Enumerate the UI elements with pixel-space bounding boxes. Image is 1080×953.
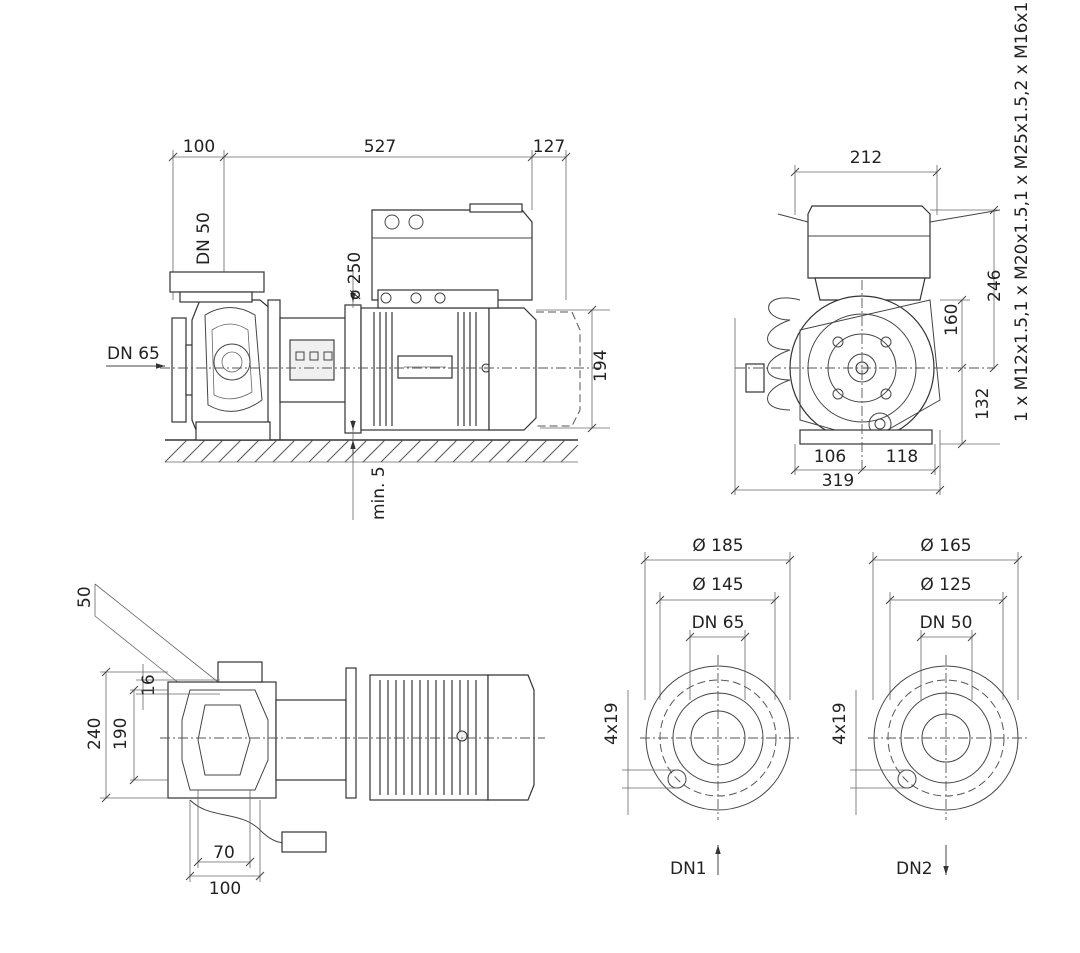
- dim-185: Ø 185: [692, 536, 743, 556]
- dim-319: 319: [822, 471, 854, 491]
- top-fan-cover: [487, 674, 535, 801]
- dim-16: 16: [139, 674, 159, 696]
- dim-125: Ø 125: [920, 575, 971, 595]
- dim-527: 527: [364, 137, 396, 157]
- dim-106: 106: [814, 447, 846, 467]
- fan-cover: [488, 307, 537, 431]
- dim-100-top: 100: [209, 879, 241, 899]
- dim-100-side: 100: [183, 137, 215, 157]
- top-adapter: [275, 699, 347, 781]
- dim-165: Ø 165: [920, 536, 971, 556]
- dim-dn65-flange: DN 65: [692, 613, 745, 633]
- outlet-flange: [169, 271, 265, 293]
- end-electronics-module: [807, 205, 931, 279]
- inlet-flange: [171, 317, 187, 423]
- motor-flange: [344, 304, 362, 434]
- end-view: 212 246: [730, 0, 1032, 495]
- dim-246: 246: [985, 270, 1005, 302]
- dn65-inlet-label: DN 65: [107, 344, 160, 364]
- dim-min5: min. 5: [369, 466, 389, 520]
- holes-dn50: 4x19: [830, 702, 850, 745]
- dim-dn50-flange: DN 50: [920, 613, 973, 633]
- top-view: 50 16: [75, 583, 545, 899]
- electronics-module: [371, 209, 533, 301]
- dim-132: 132: [973, 388, 993, 420]
- dim-50-top: 50: [75, 586, 95, 608]
- dim-194: 194: [591, 350, 611, 382]
- cable-coil: [767, 297, 801, 411]
- dim-250-diameter: ø 250: [345, 252, 365, 300]
- top-pump-body: [167, 681, 277, 799]
- dim-70: 70: [213, 843, 235, 863]
- cable-gland-note: 1 x M12x1.5,1 x M20x1.5,1 x M25x1.5,2 x …: [1012, 0, 1032, 422]
- flange-dn50-view: Ø 165 Ø 125 DN 50 4x19 DN2: [830, 536, 1028, 879]
- dim-160: 160: [942, 304, 962, 336]
- label-dn2: DN2: [896, 859, 933, 879]
- dim-212: 212: [850, 148, 882, 168]
- dim-145: Ø 145: [692, 575, 743, 595]
- dim-118: 118: [886, 447, 918, 467]
- dim-190: 190: [111, 718, 131, 750]
- dim-240: 240: [85, 718, 105, 750]
- motor-base: [799, 429, 933, 445]
- holes-dn65: 4x19: [602, 702, 622, 745]
- flange-dn65-view: Ø 185 Ø 145 DN 65 4x19 DN1: [602, 536, 800, 879]
- dim-127: 127: [533, 137, 565, 157]
- side-view: 100 527 127 DN 50 DN 65: [106, 137, 611, 520]
- label-dn1: DN1: [670, 859, 707, 879]
- dn50-outlet-label: DN 50: [194, 212, 214, 265]
- bolt-hole-dn50: [897, 769, 917, 789]
